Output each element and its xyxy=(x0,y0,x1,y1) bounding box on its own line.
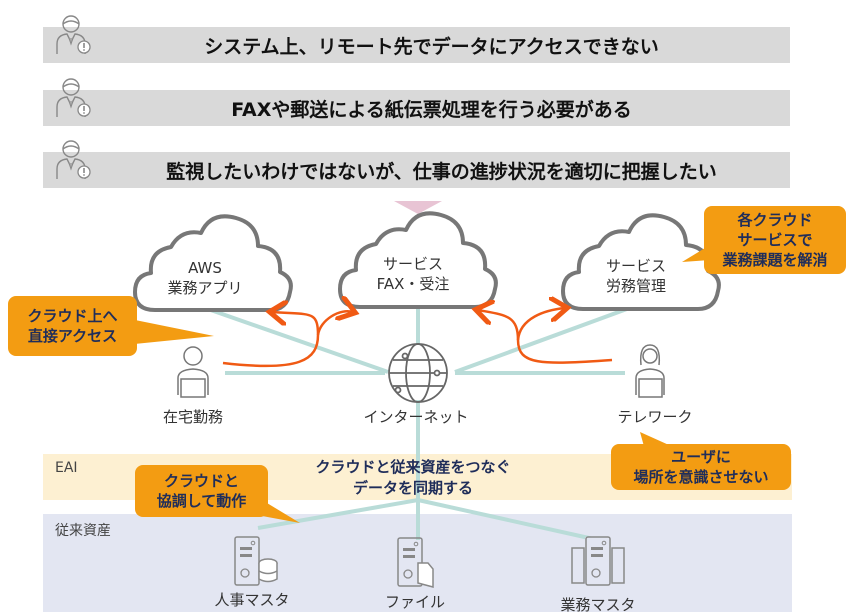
callout-line: 各クラウド xyxy=(737,211,813,229)
callout-line: サービスで xyxy=(737,231,813,249)
worried-person-icon xyxy=(56,78,91,118)
callout-line: クラウド上へ xyxy=(27,307,118,325)
cloud-line: サービス xyxy=(382,255,444,273)
hr-master-server-icon xyxy=(234,536,278,586)
file-server-icon xyxy=(397,537,434,588)
cloud-line: FAX・受注 xyxy=(376,275,450,293)
callout-pointer xyxy=(682,245,710,262)
business-master-server-icon xyxy=(571,536,625,587)
cloud-labor: サービス 労務管理 xyxy=(606,256,666,296)
callout-line: 場所を意識させない xyxy=(633,468,769,486)
home-work-label: 在宅勤務 xyxy=(162,408,224,426)
telework-label: テレワーク xyxy=(617,408,693,426)
issue-text: FAXや郵送による紙伝票処理を行う必要がある xyxy=(231,98,632,121)
cloud-aws: AWS 業務アプリ xyxy=(167,258,242,298)
eai-description: クラウドと従来資産をつなぐ データを同期する xyxy=(315,457,510,499)
business-master-label: 業務マスタ xyxy=(560,596,636,614)
eai-label: EAI xyxy=(55,460,78,476)
callout-direct-access: クラウド上へ 直接アクセス xyxy=(8,296,137,356)
cloud-line: AWS xyxy=(188,259,222,277)
worried-person-icon xyxy=(56,15,91,55)
callout-line: 業務課題を解消 xyxy=(722,251,828,269)
callout-cooperate: クラウドと 協調して動作 xyxy=(135,465,268,517)
callout-location: ユーザに 場所を意識させない xyxy=(611,444,791,490)
issue-text: 監視したいわけではないが、仕事の進捗状況を適切に把握したい xyxy=(166,160,717,183)
teleworker-icon xyxy=(635,344,665,398)
access-arrows xyxy=(222,308,613,368)
legacy-label: 従来資産 xyxy=(55,523,111,539)
connection-lines xyxy=(204,304,636,542)
issue-bar-3: 監視したいわけではないが、仕事の進捗状況を適切に把握したい xyxy=(43,152,790,188)
cloud-line: 労務管理 xyxy=(605,277,667,295)
issue-text: システム上、リモート先でデータにアクセスできない xyxy=(204,35,659,58)
cloud-line: 業務アプリ xyxy=(167,279,243,297)
callout-line: クラウドと xyxy=(163,472,239,490)
callout-line: 直接アクセス xyxy=(27,327,118,345)
worried-person-icon xyxy=(56,140,91,180)
cloud-fax: サービス FAX・受注 xyxy=(377,254,450,294)
eai-line: データを同期する xyxy=(352,479,474,497)
callout-pointer xyxy=(125,318,214,345)
home-worker-icon xyxy=(177,346,209,398)
file-label: ファイル xyxy=(384,593,446,611)
down-arrow-icon xyxy=(394,201,442,214)
internet-label: インターネット xyxy=(363,408,469,426)
globe-icon xyxy=(388,343,448,403)
callout-line: 協調して動作 xyxy=(156,492,247,510)
callout-line: ユーザに xyxy=(671,448,731,466)
hr-master-label: 人事マスタ xyxy=(214,591,290,609)
eai-line: クラウドと従来資産をつなぐ xyxy=(315,458,511,476)
callout-cloud-services: 各クラウド サービスで 業務課題を解消 xyxy=(704,206,846,274)
cloud-line: サービス xyxy=(605,257,667,275)
issue-bar-2: FAXや郵送による紙伝票処理を行う必要がある xyxy=(43,90,790,126)
issue-bar-1: システム上、リモート先でデータにアクセスできない xyxy=(43,27,790,63)
